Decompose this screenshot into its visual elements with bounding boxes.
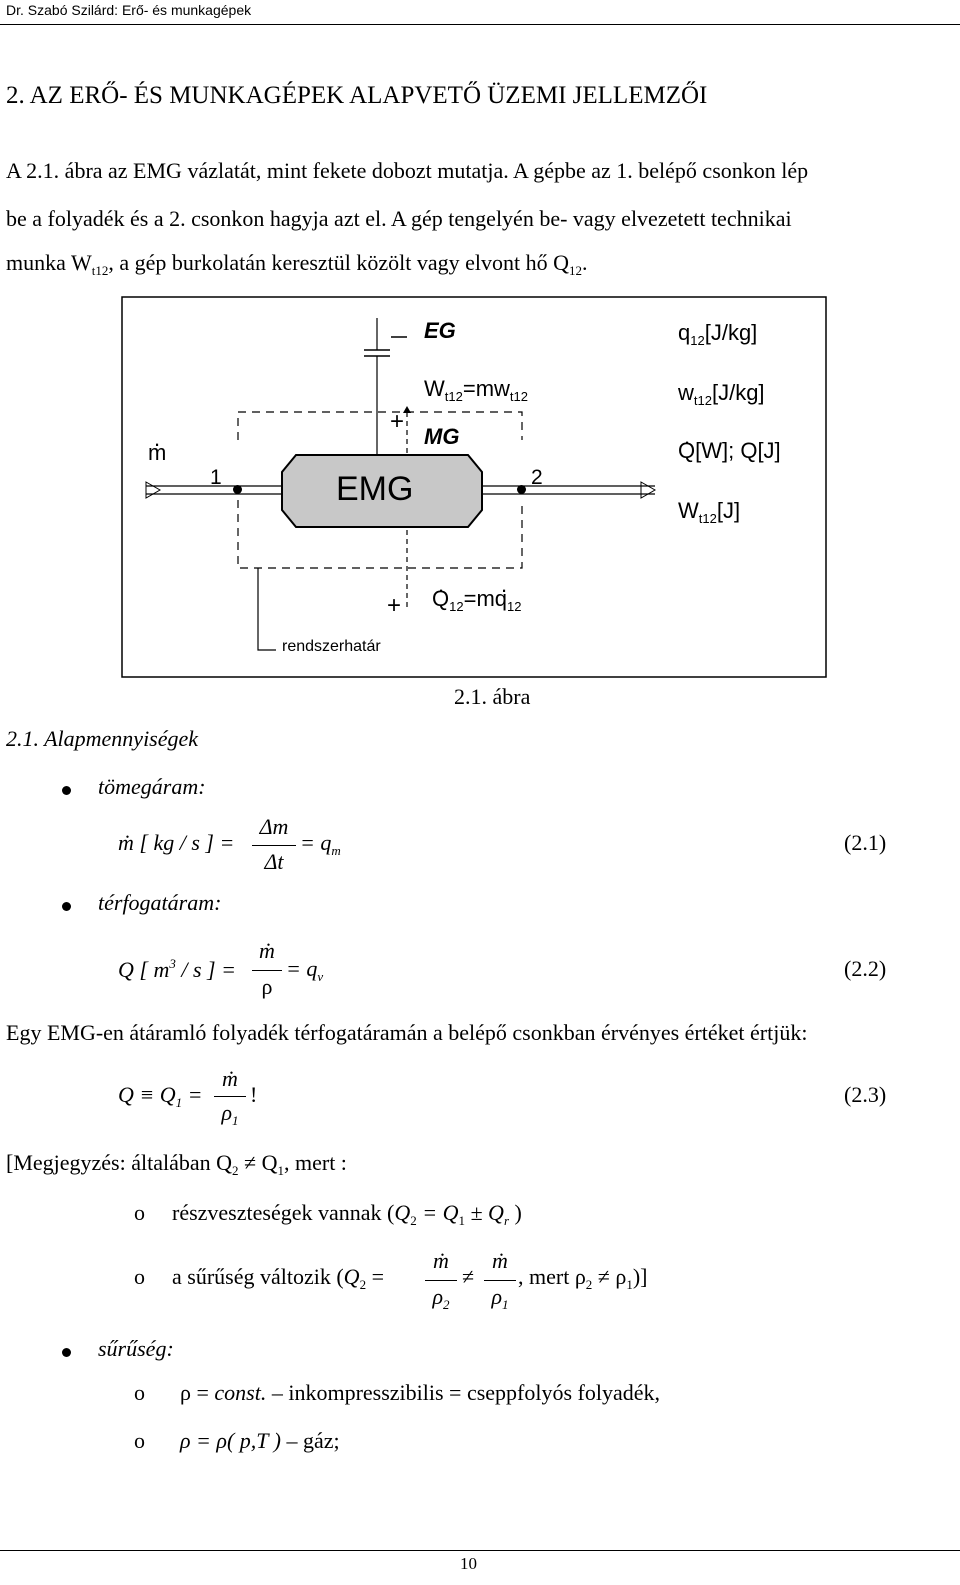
legend-w: wt12[J/kg] xyxy=(678,380,765,408)
eq2-rhs: = qv xyxy=(286,956,324,984)
eq3-number: (2.3) xyxy=(844,1082,887,1107)
figure-caption: 2.1. ábra xyxy=(454,684,531,709)
intro-line-2: be a folyadék és a 2. csonkon hagyja azt… xyxy=(6,206,792,231)
sub-bullet-gas-marker: o xyxy=(134,1428,145,1453)
emg-machine-box xyxy=(281,454,483,528)
eq2-number: (2.2) xyxy=(844,956,887,981)
chapter-title: 2. AZ ERŐ- ÉS MUNKAGÉPEK ALAPVETŐ ÜZEMI … xyxy=(6,82,708,109)
density-den-2: ρ1 xyxy=(491,1284,509,1312)
eq1-lhs: ṁ [ kg / s ] = xyxy=(118,830,235,855)
eq2-lhs: Q [ m3 / s ] = xyxy=(118,956,236,982)
eq1-number: (2.1) xyxy=(844,830,887,855)
inlet-number: 1 xyxy=(210,466,222,489)
mass-flow-symbol: .m xyxy=(148,426,167,465)
plus-work: + xyxy=(390,408,405,435)
emg-box-label: EMG xyxy=(336,470,414,508)
bullet-tomegaram: tömegáram: xyxy=(98,774,206,799)
sub-bullet-density-marker: o xyxy=(134,1264,145,1289)
plus-heat: + xyxy=(387,592,402,619)
density-den-1: ρ2 xyxy=(432,1284,450,1312)
bullet-2 xyxy=(62,902,71,911)
boundary-label: rendszerhatár xyxy=(282,638,381,655)
sub-item-gas: ρ = ρ( p,T ) – gáz; xyxy=(180,1428,340,1453)
figure-emg-diagram xyxy=(121,296,827,678)
sub-item-density-text: a sűrűség változik (Q2 = xyxy=(172,1264,384,1292)
eg-label: EG xyxy=(424,318,456,343)
density-num-1: ṁ xyxy=(433,1248,449,1273)
density-num-2: ṁ xyxy=(492,1248,508,1273)
running-header: Dr. Szabó Szilárd: Erő- és munkagépek xyxy=(6,2,252,18)
outlet-point xyxy=(517,485,526,494)
eq2-fraction-bar xyxy=(252,970,282,971)
legend-work: Wt12[J] xyxy=(678,498,741,526)
intro-line-3: munka Wt12, a gép burkolatán keresztül k… xyxy=(6,250,588,278)
sub-bullet-const-marker: o xyxy=(134,1380,145,1405)
eq3-bang: ! xyxy=(250,1082,258,1107)
sub-item-losses: részveszteségek vannak (Q2 = Q1 ± Qr ) xyxy=(172,1200,522,1228)
outlet-number: 2 xyxy=(531,466,543,489)
bullet-1 xyxy=(62,786,71,795)
work-equation: Wt12=mwt12 xyxy=(424,376,528,404)
heat-equation: .. Q12=mq12 xyxy=(432,572,522,614)
density-reason: , mert ρ2 ≠ ρ1)] xyxy=(518,1264,648,1292)
eq2-numerator: ṁ xyxy=(259,938,275,963)
density-bar-1 xyxy=(425,1280,457,1281)
legend-heat: .Q[W]; Q[J] xyxy=(678,424,781,463)
bullet-terfogataram: térfogatáram: xyxy=(98,890,222,915)
sub-item-incompressible: ρ = const. – inkompresszibilis = cseppfo… xyxy=(180,1380,661,1405)
eq1-fraction-bar xyxy=(252,845,296,846)
eq3-lhs: Q ≡ Q1 = xyxy=(118,1082,203,1110)
page-number: 10 xyxy=(460,1554,477,1573)
eq3-fraction-bar xyxy=(214,1096,246,1097)
footer-rule xyxy=(0,1550,960,1551)
eq1-denominator: Δt xyxy=(264,849,284,874)
eq2-denominator: ρ xyxy=(261,974,273,999)
density-bar-2 xyxy=(484,1280,516,1281)
inlet-point xyxy=(233,485,242,494)
bullet-suruseg: sűrűség: xyxy=(98,1336,174,1361)
note-line: [Megjegyzés: általában Q2 ≠ Q1, mert : xyxy=(6,1150,347,1178)
eq1-rhs: = qm xyxy=(300,830,341,858)
eq1-numerator: Δm xyxy=(259,814,289,839)
volume-flow-paragraph: Egy EMG-en átáramló folyadék térfogatára… xyxy=(6,1020,808,1045)
density-neq: ≠ xyxy=(462,1264,475,1289)
section-heading: 2.1. Alapmennyiségek xyxy=(6,726,199,751)
legend-q: q12[J/kg] xyxy=(678,320,758,348)
bullet-3 xyxy=(62,1348,71,1357)
figure-frame xyxy=(121,296,827,678)
mg-label: MG xyxy=(424,424,460,449)
eq3-denominator: ρ1 xyxy=(221,1100,239,1128)
intro-line-1: A 2.1. ábra az EMG vázlatát, mint fekete… xyxy=(6,158,809,183)
header-rule xyxy=(0,24,960,25)
sub-bullet-losses-marker: o xyxy=(134,1200,145,1225)
eq3-numerator: ṁ xyxy=(222,1066,238,1091)
